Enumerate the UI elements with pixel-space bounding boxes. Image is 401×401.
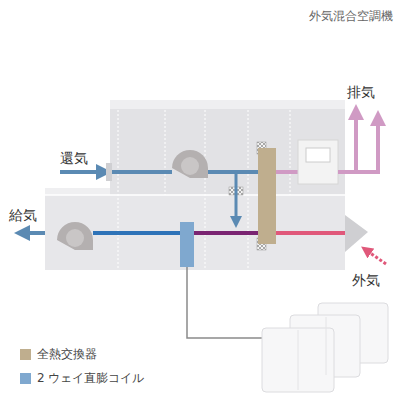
- diagram-title: 外気混合空調機: [309, 9, 393, 23]
- legend-row: 2 ウェイ直膨コイル: [20, 370, 144, 387]
- flow-label: 排気: [347, 84, 375, 101]
- legend-swatch: [20, 349, 31, 360]
- legend-text: 2 ウェイ直膨コイル: [37, 370, 144, 387]
- flow-label: 還気: [60, 150, 88, 167]
- legend-row: 全熱交換器: [20, 346, 97, 363]
- flow-label: 外気: [352, 272, 380, 289]
- legend-swatch: [20, 373, 31, 384]
- legend-text: 全熱交換器: [37, 346, 97, 363]
- flow-label: 給気: [9, 207, 37, 224]
